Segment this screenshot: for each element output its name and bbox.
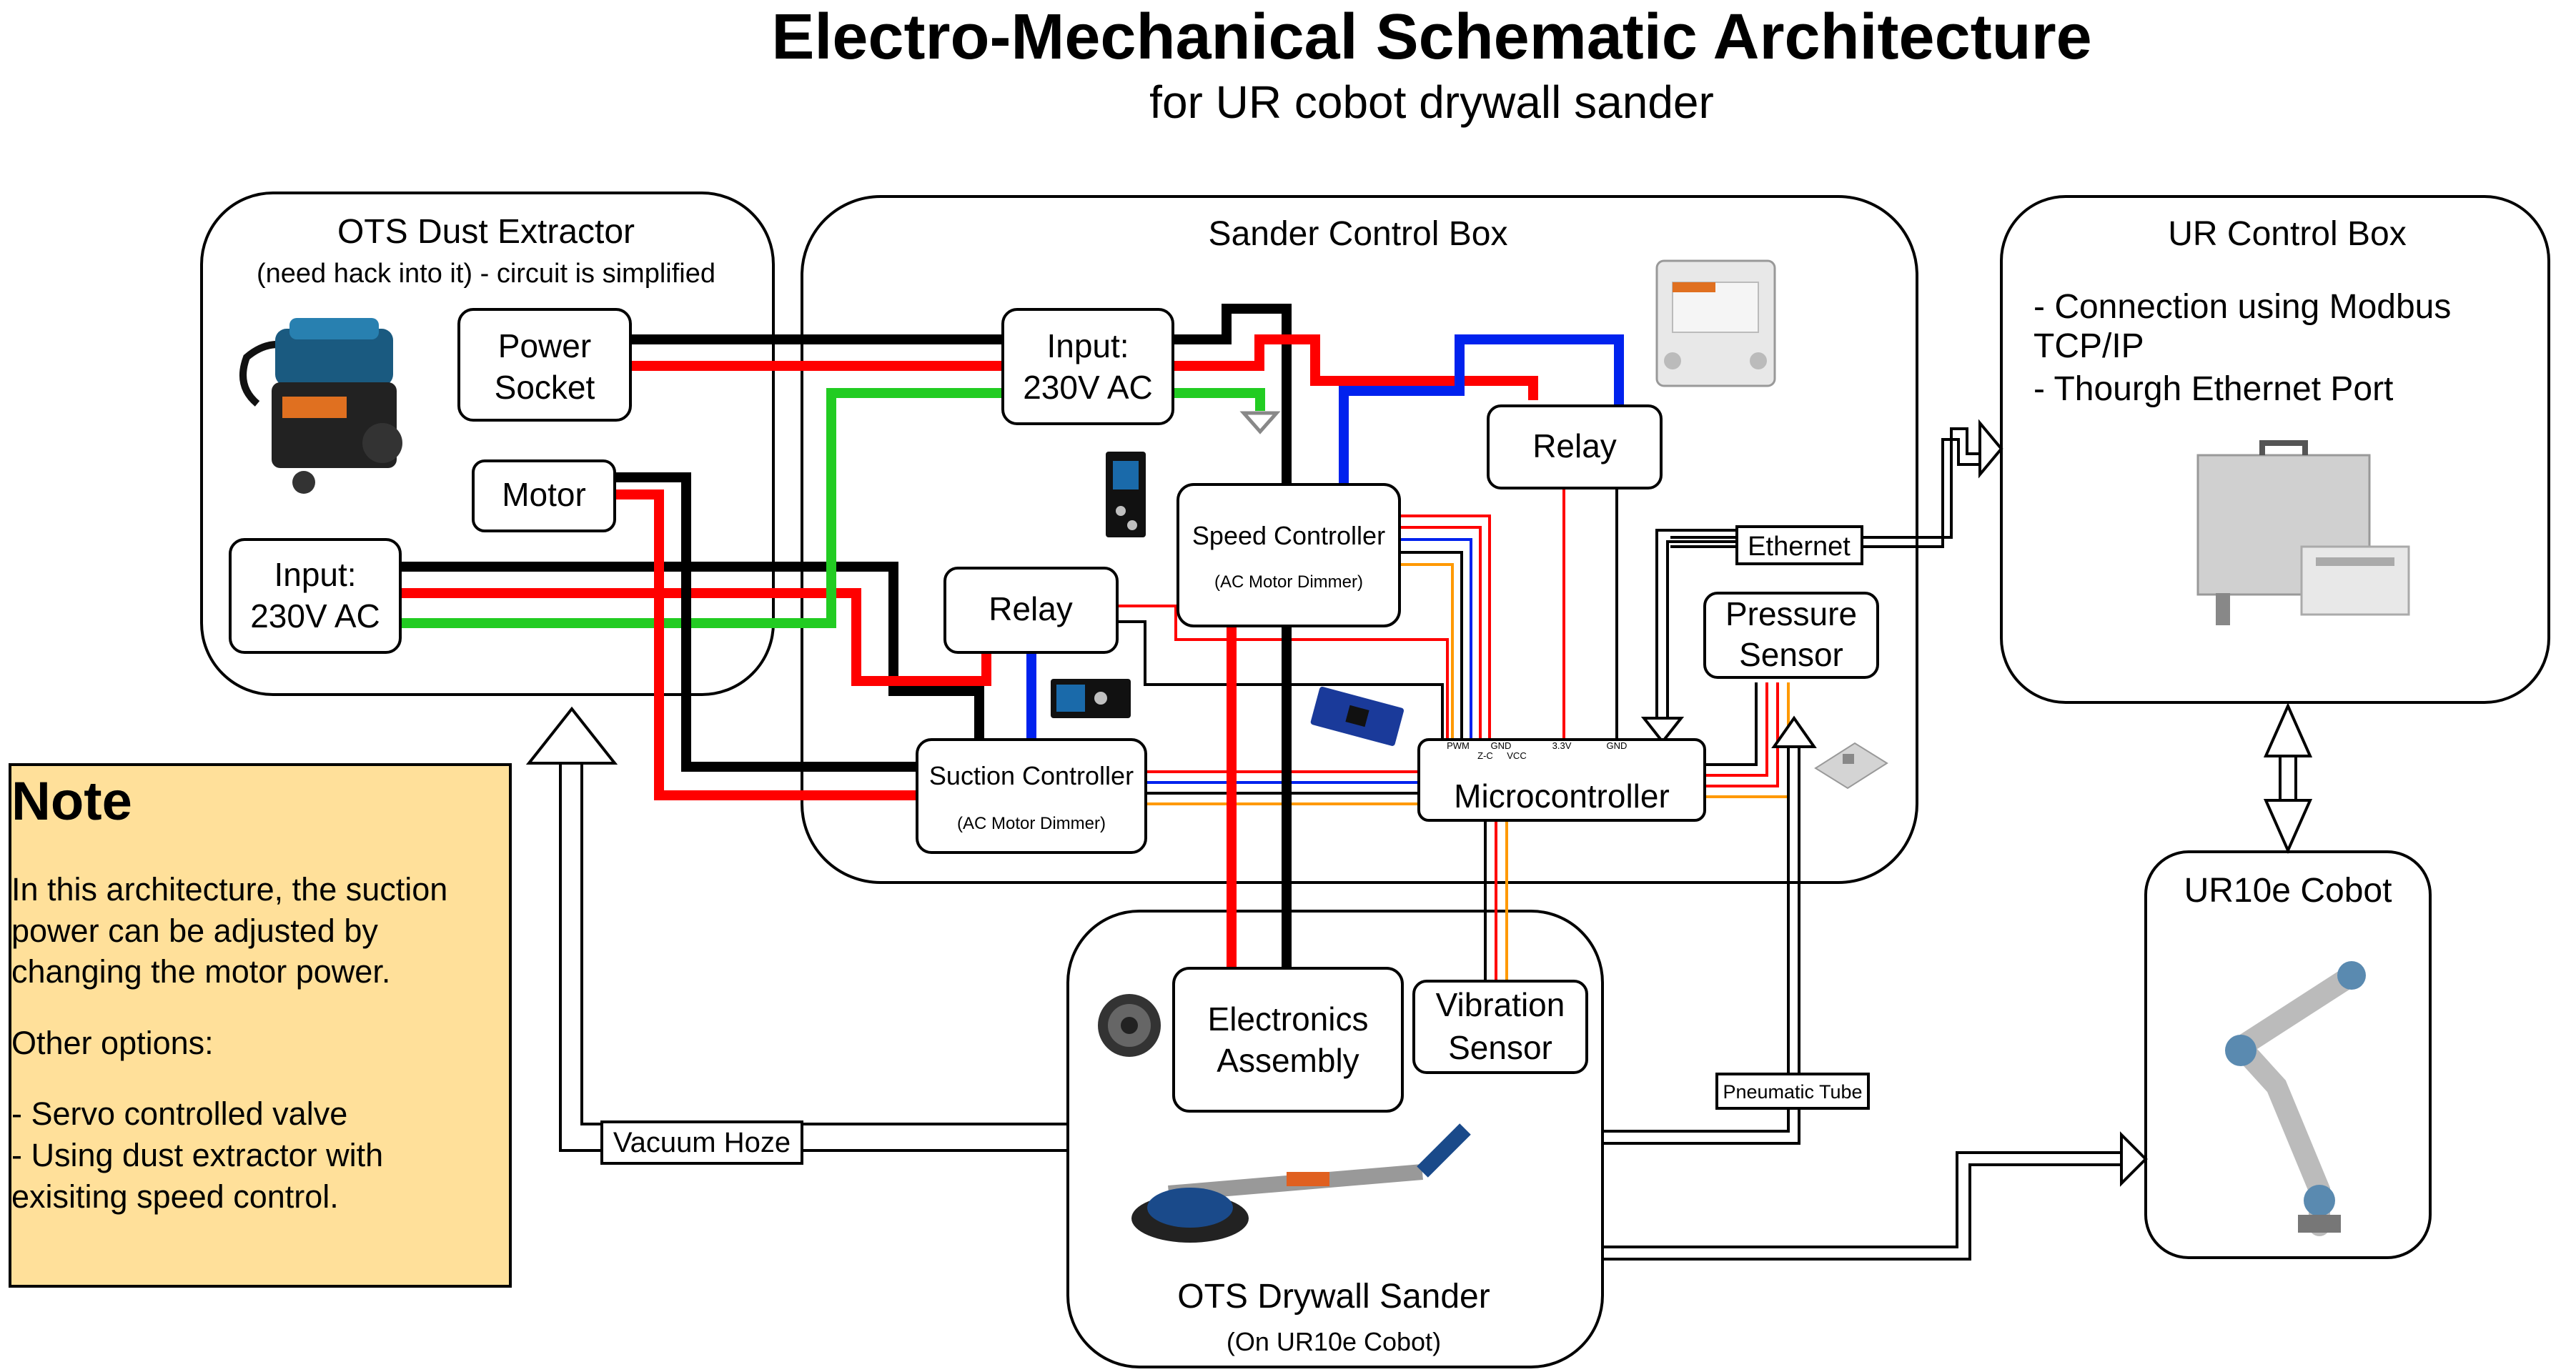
diagram-subtitle: for UR cobot drywall sander (1149, 76, 1714, 128)
vibration-label-2: Sensor (1448, 1029, 1552, 1066)
note-option-1: - Servo controlled valve (11, 1095, 348, 1133)
note-options-list: - Servo controlled valve - Using dust ex… (11, 1093, 509, 1217)
speed-controller-sublabel: (AC Motor Dimmer) (1214, 572, 1363, 592)
relay-left-label: Relay (989, 590, 1073, 627)
note-box: Note In this architecture, the suction p… (9, 763, 512, 1288)
mcu-pin-gnd-2: GND (1607, 740, 1628, 751)
ethernet-label-box: Ethernet (1735, 525, 1863, 565)
note-option-2: - Using dust extractor with (11, 1136, 384, 1173)
vacuum-label-box: Vacuum Hoze (600, 1120, 803, 1165)
mcu-board-icon (1310, 687, 1405, 746)
relay-right-node: Relay (1487, 404, 1663, 489)
extractor-input-label-2: 230V AC (250, 597, 380, 635)
electronics-assembly-node: Electronics Assembly (1172, 967, 1404, 1113)
earth-symbol-icon (1239, 411, 1281, 434)
drywall-sander-icon (1131, 1123, 1471, 1243)
relay-left-node: Relay (943, 567, 1119, 654)
pressure-sensor-label-2: Sensor (1739, 636, 1843, 673)
arrow-up-to-ur-icon (2263, 702, 2313, 757)
speed-controller-node: Speed Controller (AC Motor Dimmer) (1176, 483, 1401, 627)
motor-label: Motor (502, 476, 586, 513)
control-input-label-2: 230V AC (1023, 369, 1153, 406)
dust-extractor-icon (239, 318, 402, 494)
connections (559, 427, 2297, 1261)
power-socket-node: Power Socket (457, 308, 632, 422)
vibration-label-1: Vibration (1436, 986, 1565, 1023)
note-paragraph-2: Other options: (11, 1024, 214, 1061)
note-paragraph-1: In this architecture, the suction power … (11, 871, 448, 990)
pressure-sensor-icon (1814, 742, 1888, 790)
power-socket-label-1: Power (498, 327, 591, 364)
solid-state-relay-icon (1655, 259, 1776, 387)
arrow-sander-to-cobot-icon (2120, 1131, 2148, 1187)
ur-control-line-3: - Thourgh Ethernet Port (2033, 370, 2393, 408)
control-input-node: Input: 230V AC (1001, 308, 1174, 425)
ur-control-line-1: - Connection using Modbus (2033, 288, 2451, 326)
vibration-sensor-node: Vibration Sensor (1412, 980, 1588, 1074)
power-socket-label-2: Socket (495, 369, 595, 406)
power-wires (400, 304, 1624, 967)
ur10e-cobot-icon (2225, 961, 2366, 1236)
suction-controller-label: Suction Controller (929, 761, 1134, 790)
pressure-sensor-label-1: Pressure (1725, 595, 1857, 632)
connector-icon (1098, 994, 1161, 1057)
electronics-label-2: Assembly (1217, 1042, 1359, 1079)
ur-control-line-2: TCP/IP (2033, 327, 2144, 365)
arrow-ethernet-to-mcu-icon (1640, 717, 1685, 745)
mcu-pin-pwm: PWM (1447, 740, 1470, 751)
arrow-heads (525, 419, 2313, 1187)
arrow-ethernet-to-ur-icon (1978, 419, 2003, 479)
mcu-pin-vcc: VCC (1507, 750, 1526, 761)
relay-right-label: Relay (1532, 427, 1617, 464)
suction-controller-node: Suction Controller (AC Motor Dimmer) (916, 738, 1147, 854)
mcu-pin-gnd-1: GND (1491, 740, 1512, 751)
mcu-pin-zc: Z-C (1477, 750, 1493, 761)
arrow-down-to-cobot-icon (2263, 799, 2313, 854)
motor-node: Motor (472, 459, 616, 532)
electronics-label-1: Electronics (1208, 1000, 1369, 1038)
cobot-box (2144, 850, 2432, 1259)
mcu-pin-3v3: 3.3V (1552, 740, 1572, 751)
dust-extractor-title: OTS Dust Extractor (337, 213, 635, 251)
drywall-sander-subtitle: (On UR10e Cobot) (1227, 1327, 1441, 1356)
control-input-label-1: Input: (1046, 327, 1129, 364)
ur-control-box-icon (2196, 440, 2410, 625)
extractor-input-label-1: Input: (274, 556, 356, 593)
cobot-title: UR10e Cobot (2184, 872, 2392, 910)
microcontroller-label: Microcontroller (1454, 777, 1670, 815)
arrow-pneumatic-to-sensor-icon (1771, 715, 1817, 748)
sander-control-box-title: Sander Control Box (1209, 215, 1508, 253)
diagram-title: Electro-Mechanical Schematic Architectur… (771, 1, 2091, 73)
extractor-input-node: Input: 230V AC (229, 538, 402, 654)
ethernet-label: Ethernet (1748, 532, 1851, 562)
pressure-sensor-node: Pressure Sensor (1703, 592, 1879, 679)
suction-controller-sublabel: (AC Motor Dimmer) (957, 814, 1106, 833)
microcontroller-node: Microcontroller PWM GND Z-C VCC 3.3V GND (1417, 738, 1706, 822)
ur-control-box-title: UR Control Box (2168, 215, 2406, 253)
pneumatic-label-box: Pneumatic Tube (1715, 1073, 1870, 1110)
dust-extractor-subtitle: (need hack into it) - circuit is simplif… (257, 259, 715, 289)
note-title: Note (11, 771, 132, 832)
speed-controller-label: Speed Controller (1192, 521, 1385, 550)
ur-control-box (2000, 195, 2550, 704)
pneumatic-label: Pneumatic Tube (1723, 1081, 1862, 1103)
relay-module-icon (1106, 452, 1146, 537)
arrow-vacuum-to-extractor-icon (525, 706, 618, 765)
note-option-3: exisiting speed control. (11, 1178, 339, 1215)
vacuum-label: Vacuum Hoze (613, 1127, 791, 1158)
dimmer-module-icon (1051, 679, 1131, 718)
drywall-sander-title: OTS Drywall Sander (1177, 1278, 1490, 1316)
